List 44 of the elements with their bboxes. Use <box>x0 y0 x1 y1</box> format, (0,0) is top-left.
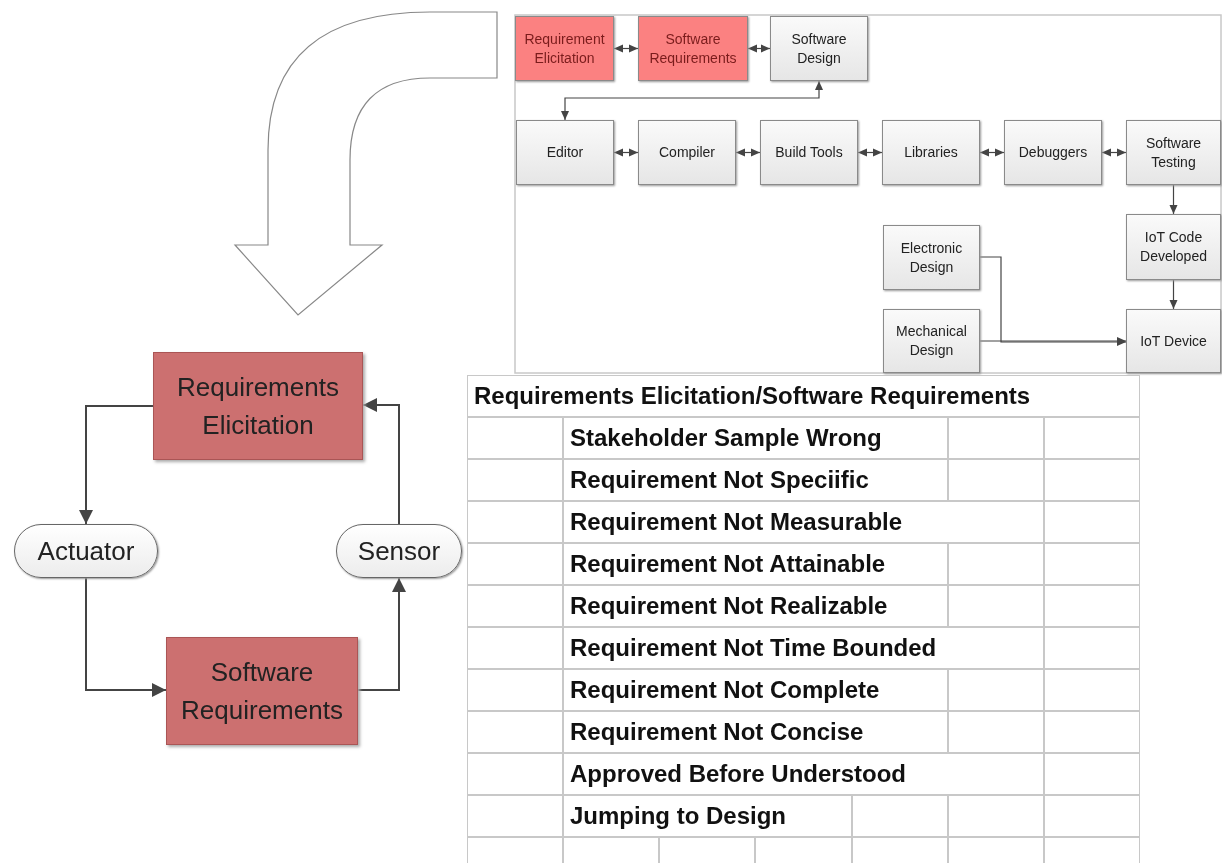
arrow <box>1169 184 1178 215</box>
process-box: Electronic Design <box>883 225 980 290</box>
arrow <box>747 44 771 53</box>
terminal-pill: Sensor <box>336 524 462 578</box>
arrow <box>561 80 823 121</box>
arrow <box>357 577 406 691</box>
arrow <box>362 398 400 525</box>
arrow <box>85 577 167 697</box>
table-cell: Jumping to Design <box>563 795 852 837</box>
process-box: Software Design <box>770 16 868 81</box>
arrow <box>979 148 1005 157</box>
table-cell: Requirement Not Realizable <box>563 585 948 627</box>
process-box: Software Testing <box>1126 120 1221 185</box>
arrow <box>613 44 639 53</box>
process-box: Mechanical Design <box>883 309 980 373</box>
table-cell: Stakeholder Sample Wrong <box>563 417 948 459</box>
table-cell: Approved Before Understood <box>563 753 1044 795</box>
process-box: Libraries <box>882 120 980 185</box>
process-box: Requirements Elicitation <box>153 352 363 460</box>
process-box: Software Requirements <box>638 16 748 81</box>
table-cell: Requirement Not Concise <box>563 711 948 753</box>
arrow <box>979 256 1127 346</box>
arrow <box>979 337 1127 345</box>
terminal-pill: Actuator <box>14 524 158 578</box>
table-cell: Requirement Not Complete <box>563 669 948 711</box>
arrow <box>857 148 883 157</box>
process-box: Build Tools <box>760 120 858 185</box>
process-box: Editor <box>516 120 614 185</box>
arrow <box>735 148 761 157</box>
process-box: Requirement Elicitation <box>515 16 614 81</box>
table-cell: Requirement Not Attainable <box>563 543 948 585</box>
arrow <box>1169 279 1178 310</box>
arrow <box>613 148 639 157</box>
table-cell: Requirements Elicitation/Software Requirements <box>467 375 1140 417</box>
arrow <box>1101 148 1127 157</box>
process-box: Compiler <box>638 120 736 185</box>
process-box: Software Requirements <box>166 637 358 745</box>
table-cell: Requirement Not Speciific <box>563 459 948 501</box>
table-cell: Requirement Not Measurable <box>563 501 1044 543</box>
process-box: IoT Code Developed <box>1126 214 1221 280</box>
arrow <box>79 405 154 525</box>
process-box: Debuggers <box>1004 120 1102 185</box>
table-cell: Requirement Not Time Bounded <box>563 627 1044 669</box>
process-box: IoT Device <box>1126 309 1221 373</box>
